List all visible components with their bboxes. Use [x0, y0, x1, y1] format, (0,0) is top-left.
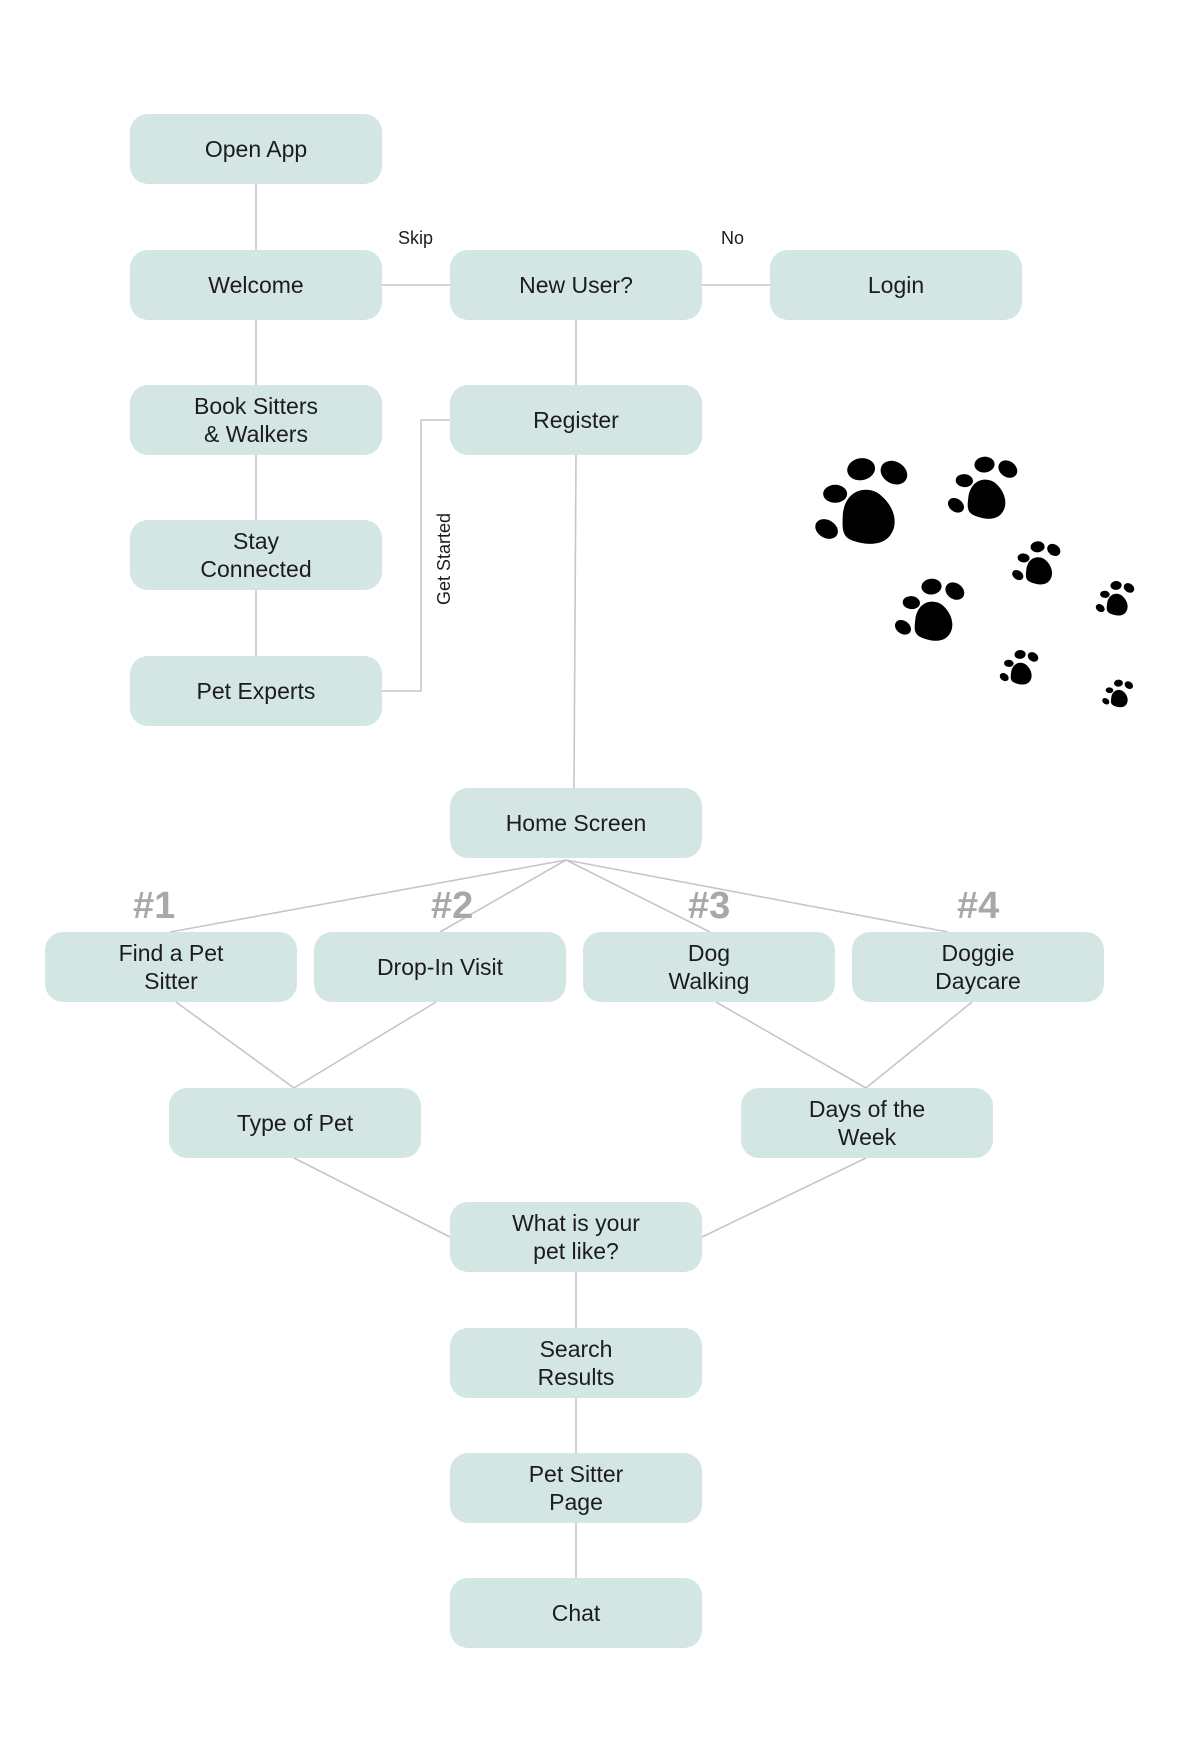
edge-label-get-started: Get Started: [434, 513, 454, 605]
edge-dropin-type: [293, 1001, 437, 1089]
node-register-label: Register: [533, 407, 619, 433]
node-days-of-week-label-2: Week: [838, 1124, 897, 1150]
node-welcome-label: Welcome: [208, 272, 303, 298]
node-new-user: New User?: [450, 250, 702, 320]
node-days-of-week: Days of the Week: [741, 1088, 993, 1158]
edge-home-dogwalk: [565, 859, 711, 933]
node-chat-label: Chat: [552, 1600, 601, 1626]
node-dog-walking-label-2: Walking: [669, 968, 750, 994]
node-doggie-daycare: Doggie Daycare: [852, 932, 1104, 1002]
paw-print-icon: [1007, 530, 1066, 594]
node-dog-walking-label-1: Dog: [688, 940, 730, 966]
node-doggie-daycare-label-2: Daycare: [935, 968, 1021, 994]
node-pet-sitter-page: Pet Sitter Page: [450, 1453, 702, 1523]
node-book-sitters: Book Sitters & Walkers: [130, 385, 382, 455]
node-what-is-pet-like: What is your pet like?: [450, 1202, 702, 1272]
branch-number-2: #2: [431, 885, 473, 927]
node-chat: Chat: [450, 1578, 702, 1648]
node-drop-in-visit: Drop-In Visit: [314, 932, 566, 1002]
connector-lines: [169, 184, 973, 1578]
node-book-sitters-label-2: & Walkers: [204, 421, 308, 447]
node-home-screen-label: Home Screen: [506, 810, 647, 836]
node-new-user-label: New User?: [519, 272, 633, 298]
node-search-results: Search Results: [450, 1328, 702, 1398]
edge-daycare-days: [865, 1001, 973, 1089]
edge-label-skip: Skip: [398, 228, 433, 248]
edge-dogwalk-days: [715, 1001, 867, 1089]
node-stay-connected-label-2: Connected: [200, 556, 311, 582]
node-login: Login: [770, 250, 1022, 320]
node-home-screen: Home Screen: [450, 788, 702, 858]
node-doggie-daycare-label-1: Doggie: [942, 940, 1015, 966]
node-stay-connected: Stay Connected: [130, 520, 382, 590]
paw-print-icon: [995, 641, 1043, 692]
edge-register-home: [573, 454, 577, 789]
paw-print-icon: [1091, 572, 1139, 623]
node-what-is-pet-like-label-2: pet like?: [533, 1238, 619, 1264]
node-pet-sitter-page-label-2: Page: [549, 1489, 603, 1515]
branch-number-4: #4: [957, 885, 999, 927]
node-pet-experts-label: Pet Experts: [197, 678, 316, 704]
edge-days-whatpet: [701, 1157, 867, 1238]
node-pet-sitter-page-label-1: Pet Sitter: [529, 1461, 624, 1487]
edge-home-find: [169, 859, 567, 933]
edge-home-daycare: [565, 859, 949, 933]
node-search-results-label-1: Search: [540, 1336, 613, 1362]
node-open-app: Open App: [130, 114, 382, 184]
edge-home-dropin: [439, 859, 567, 933]
node-pet-experts: Pet Experts: [130, 656, 382, 726]
node-register: Register: [450, 385, 702, 455]
branch-number-3: #3: [688, 885, 730, 927]
node-book-sitters-label-1: Book Sitters: [194, 393, 318, 419]
node-search-results-label-2: Results: [538, 1364, 615, 1390]
node-type-of-pet-label: Type of Pet: [237, 1110, 354, 1136]
node-find-pet-sitter-label-2: Sitter: [144, 968, 198, 994]
edge-label-no: No: [721, 228, 744, 248]
paw-print-icon: [940, 441, 1025, 532]
node-type-of-pet: Type of Pet: [169, 1088, 421, 1158]
paw-print-icon: [1098, 672, 1137, 713]
paw-print-icon: [887, 563, 972, 654]
edge-type-whatpet: [293, 1157, 451, 1238]
node-welcome: Welcome: [130, 250, 382, 320]
node-days-of-week-label-1: Days of the: [809, 1096, 925, 1122]
paw-print-icon: [805, 438, 917, 561]
node-find-pet-sitter-label-1: Find a Pet: [119, 940, 224, 966]
node-dog-walking: Dog Walking: [583, 932, 835, 1002]
node-open-app-label: Open App: [205, 136, 307, 162]
node-what-is-pet-like-label-1: What is your: [512, 1210, 640, 1236]
branch-number-1: #1: [133, 885, 175, 927]
node-stay-connected-label-1: Stay: [233, 528, 280, 554]
node-login-label: Login: [868, 272, 924, 298]
node-find-pet-sitter: Find a Pet Sitter: [45, 932, 297, 1002]
edge-find-type: [175, 1001, 295, 1089]
node-drop-in-visit-label: Drop-In Visit: [377, 954, 504, 980]
edge-experts-register: [382, 419, 450, 692]
